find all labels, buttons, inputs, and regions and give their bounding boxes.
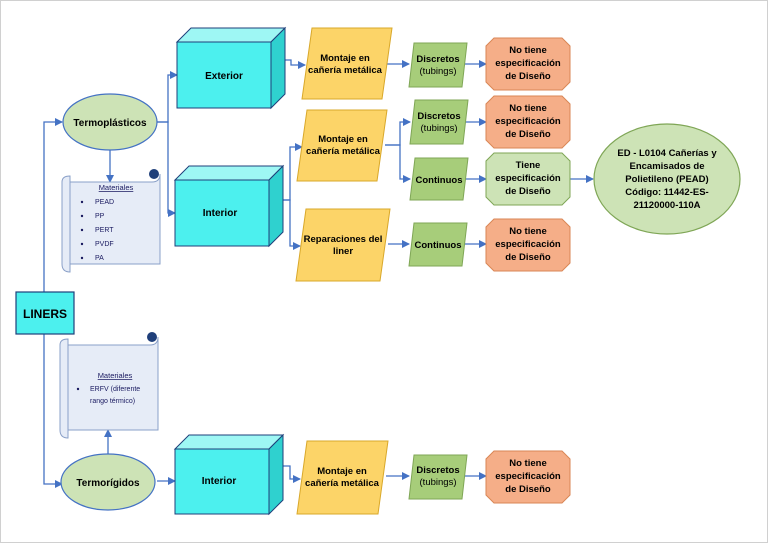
connector-interior-reparaciones — [283, 199, 301, 250]
materiales-title-2: Materiales — [98, 371, 133, 380]
exterior-label: Exterior — [205, 71, 243, 82]
ed-norma-line-4: Código: 11442-ES- — [625, 187, 708, 198]
no-tiene-1-line-1: No tiene — [509, 45, 546, 56]
no-tiene-1-line-3: de Diseño — [505, 71, 551, 82]
no-tiene-node-4: No tiene especificación de Diseño — [485, 450, 571, 504]
connector-montaje-continuos-1 — [385, 144, 411, 183]
interior-label-2: Interior — [202, 476, 237, 487]
no-tiene-4-line-3: de Diseño — [505, 484, 551, 495]
interior-label-1: Interior — [203, 208, 238, 219]
continuos-node-2: Continuos — [408, 222, 468, 267]
montaje-2-line-2: cañería metálica — [306, 146, 381, 157]
reparaciones-line-1: Reparaciones del — [304, 234, 383, 245]
connector-termoplasticos-interior — [157, 121, 176, 217]
discretos-1-line-1: Discretos — [416, 54, 459, 65]
no-tiene-3-line-2: especificación — [495, 239, 561, 250]
termorigidos-label: Termorígidos — [76, 478, 140, 489]
discretos-2-line-2: (tubings) — [421, 123, 458, 134]
no-tiene-node-2: No tiene especificación de Diseño — [485, 95, 571, 149]
tiene-node: Tiene especificación de Diseño — [485, 152, 571, 206]
discretos-node-1: Discretos (tubings) — [408, 42, 468, 88]
montaje-3-line-1: Montaje en — [317, 466, 367, 477]
termoplasticos-label: Termoplásticos — [73, 118, 147, 129]
continuos-2-label: Continuos — [415, 240, 462, 251]
interior-cube-2: Interior — [173, 433, 285, 516]
discretos-3-line-2: (tubings) — [420, 477, 457, 488]
tiene-line-3: de Diseño — [505, 186, 551, 197]
continuos-1-label: Continuos — [416, 175, 463, 186]
materiales-scroll-2: Materiales ERFV (diferente rango térmico… — [59, 332, 159, 439]
tiene-line-1: Tiene — [516, 160, 541, 171]
tiene-line-2: especificación — [495, 173, 561, 184]
no-tiene-3-line-3: de Diseño — [505, 252, 551, 263]
connector-liners-termoplasticos — [43, 118, 63, 292]
ed-norma-line-1: ED - L0104 Cañerías y — [617, 148, 717, 159]
montaje-node-3: Montaje en cañería metálica — [296, 440, 389, 515]
materiales-item-3: PERT — [95, 227, 114, 234]
montaje-node-1: Montaje en cañería metálica — [301, 27, 393, 100]
montaje-2-line-1: Montaje en — [318, 134, 368, 145]
liners-label: LINERS — [23, 307, 67, 321]
materiales-2-line-1: ERFV (diferente — [90, 386, 140, 393]
continuos-node-1: Continuos — [409, 157, 469, 201]
montaje-3-line-2: cañería metálica — [305, 478, 380, 489]
reparaciones-line-2: liner — [333, 246, 353, 257]
no-tiene-node-1: No tiene especificación de Diseño — [485, 37, 571, 91]
no-tiene-1-line-2: especificación — [495, 58, 561, 69]
discretos-3-line-1: Discretos — [416, 465, 459, 476]
ed-norma-node: ED - L0104 Cañerías y Encamisados de Pol… — [593, 123, 741, 235]
liners-node: LINERS — [15, 291, 75, 335]
montaje-1-line-2: cañería metálica — [308, 65, 383, 76]
materiales-item-2: PP — [95, 213, 105, 220]
no-tiene-2-line-1: No tiene — [509, 103, 546, 114]
connectors — [43, 59, 594, 488]
no-tiene-3-line-1: No tiene — [509, 226, 546, 237]
connector-interior-montaje-3 — [283, 465, 301, 483]
materiales-2-line-2: rango térmico) — [90, 398, 135, 405]
no-tiene-2-line-3: de Diseño — [505, 129, 551, 140]
discretos-2-line-1: Discretos — [417, 111, 460, 122]
discretos-1-line-2: (tubings) — [420, 66, 457, 77]
materiales-item-4: PVDF — [95, 241, 114, 248]
ed-norma-line-3: Polietileno (PEAD) — [625, 174, 708, 185]
no-tiene-node-3: No tiene especificación de Diseño — [485, 218, 571, 272]
ed-norma-line-5: 21120000-110A — [633, 200, 700, 211]
materiales-title-1: Materiales — [99, 183, 134, 192]
connector-exterior-montaje — [285, 59, 306, 69]
discretos-node-2: Discretos (tubings) — [409, 99, 469, 145]
materiales-item-1: PEAD — [95, 199, 114, 206]
materiales-item-5: PA — [95, 255, 104, 262]
exterior-cube: Exterior — [175, 26, 287, 110]
connector-montaje-discretos-2 — [385, 118, 411, 146]
montaje-1-line-1: Montaje en — [320, 53, 370, 64]
interior-cube-1: Interior — [173, 164, 285, 248]
reparaciones-node: Reparaciones del liner — [295, 208, 391, 282]
termorigidos-node: Termorígidos — [60, 453, 156, 511]
montaje-node-2: Montaje en cañería metálica — [296, 109, 388, 182]
termoplasticos-node: Termoplásticos — [62, 93, 158, 151]
no-tiene-4-line-2: especificación — [495, 471, 561, 482]
connector-liners-termorigidos — [43, 334, 63, 488]
connector-termoplasticos-exterior — [157, 71, 178, 123]
no-tiene-2-line-2: especificación — [495, 116, 561, 127]
discretos-node-3: Discretos (tubings) — [408, 454, 468, 500]
materiales-scroll-1: Materiales PEAD PP PERT PVDF PA — [61, 169, 161, 273]
no-tiene-4-line-1: No tiene — [509, 458, 546, 469]
ed-norma-line-2: Encamisados de — [630, 161, 705, 172]
